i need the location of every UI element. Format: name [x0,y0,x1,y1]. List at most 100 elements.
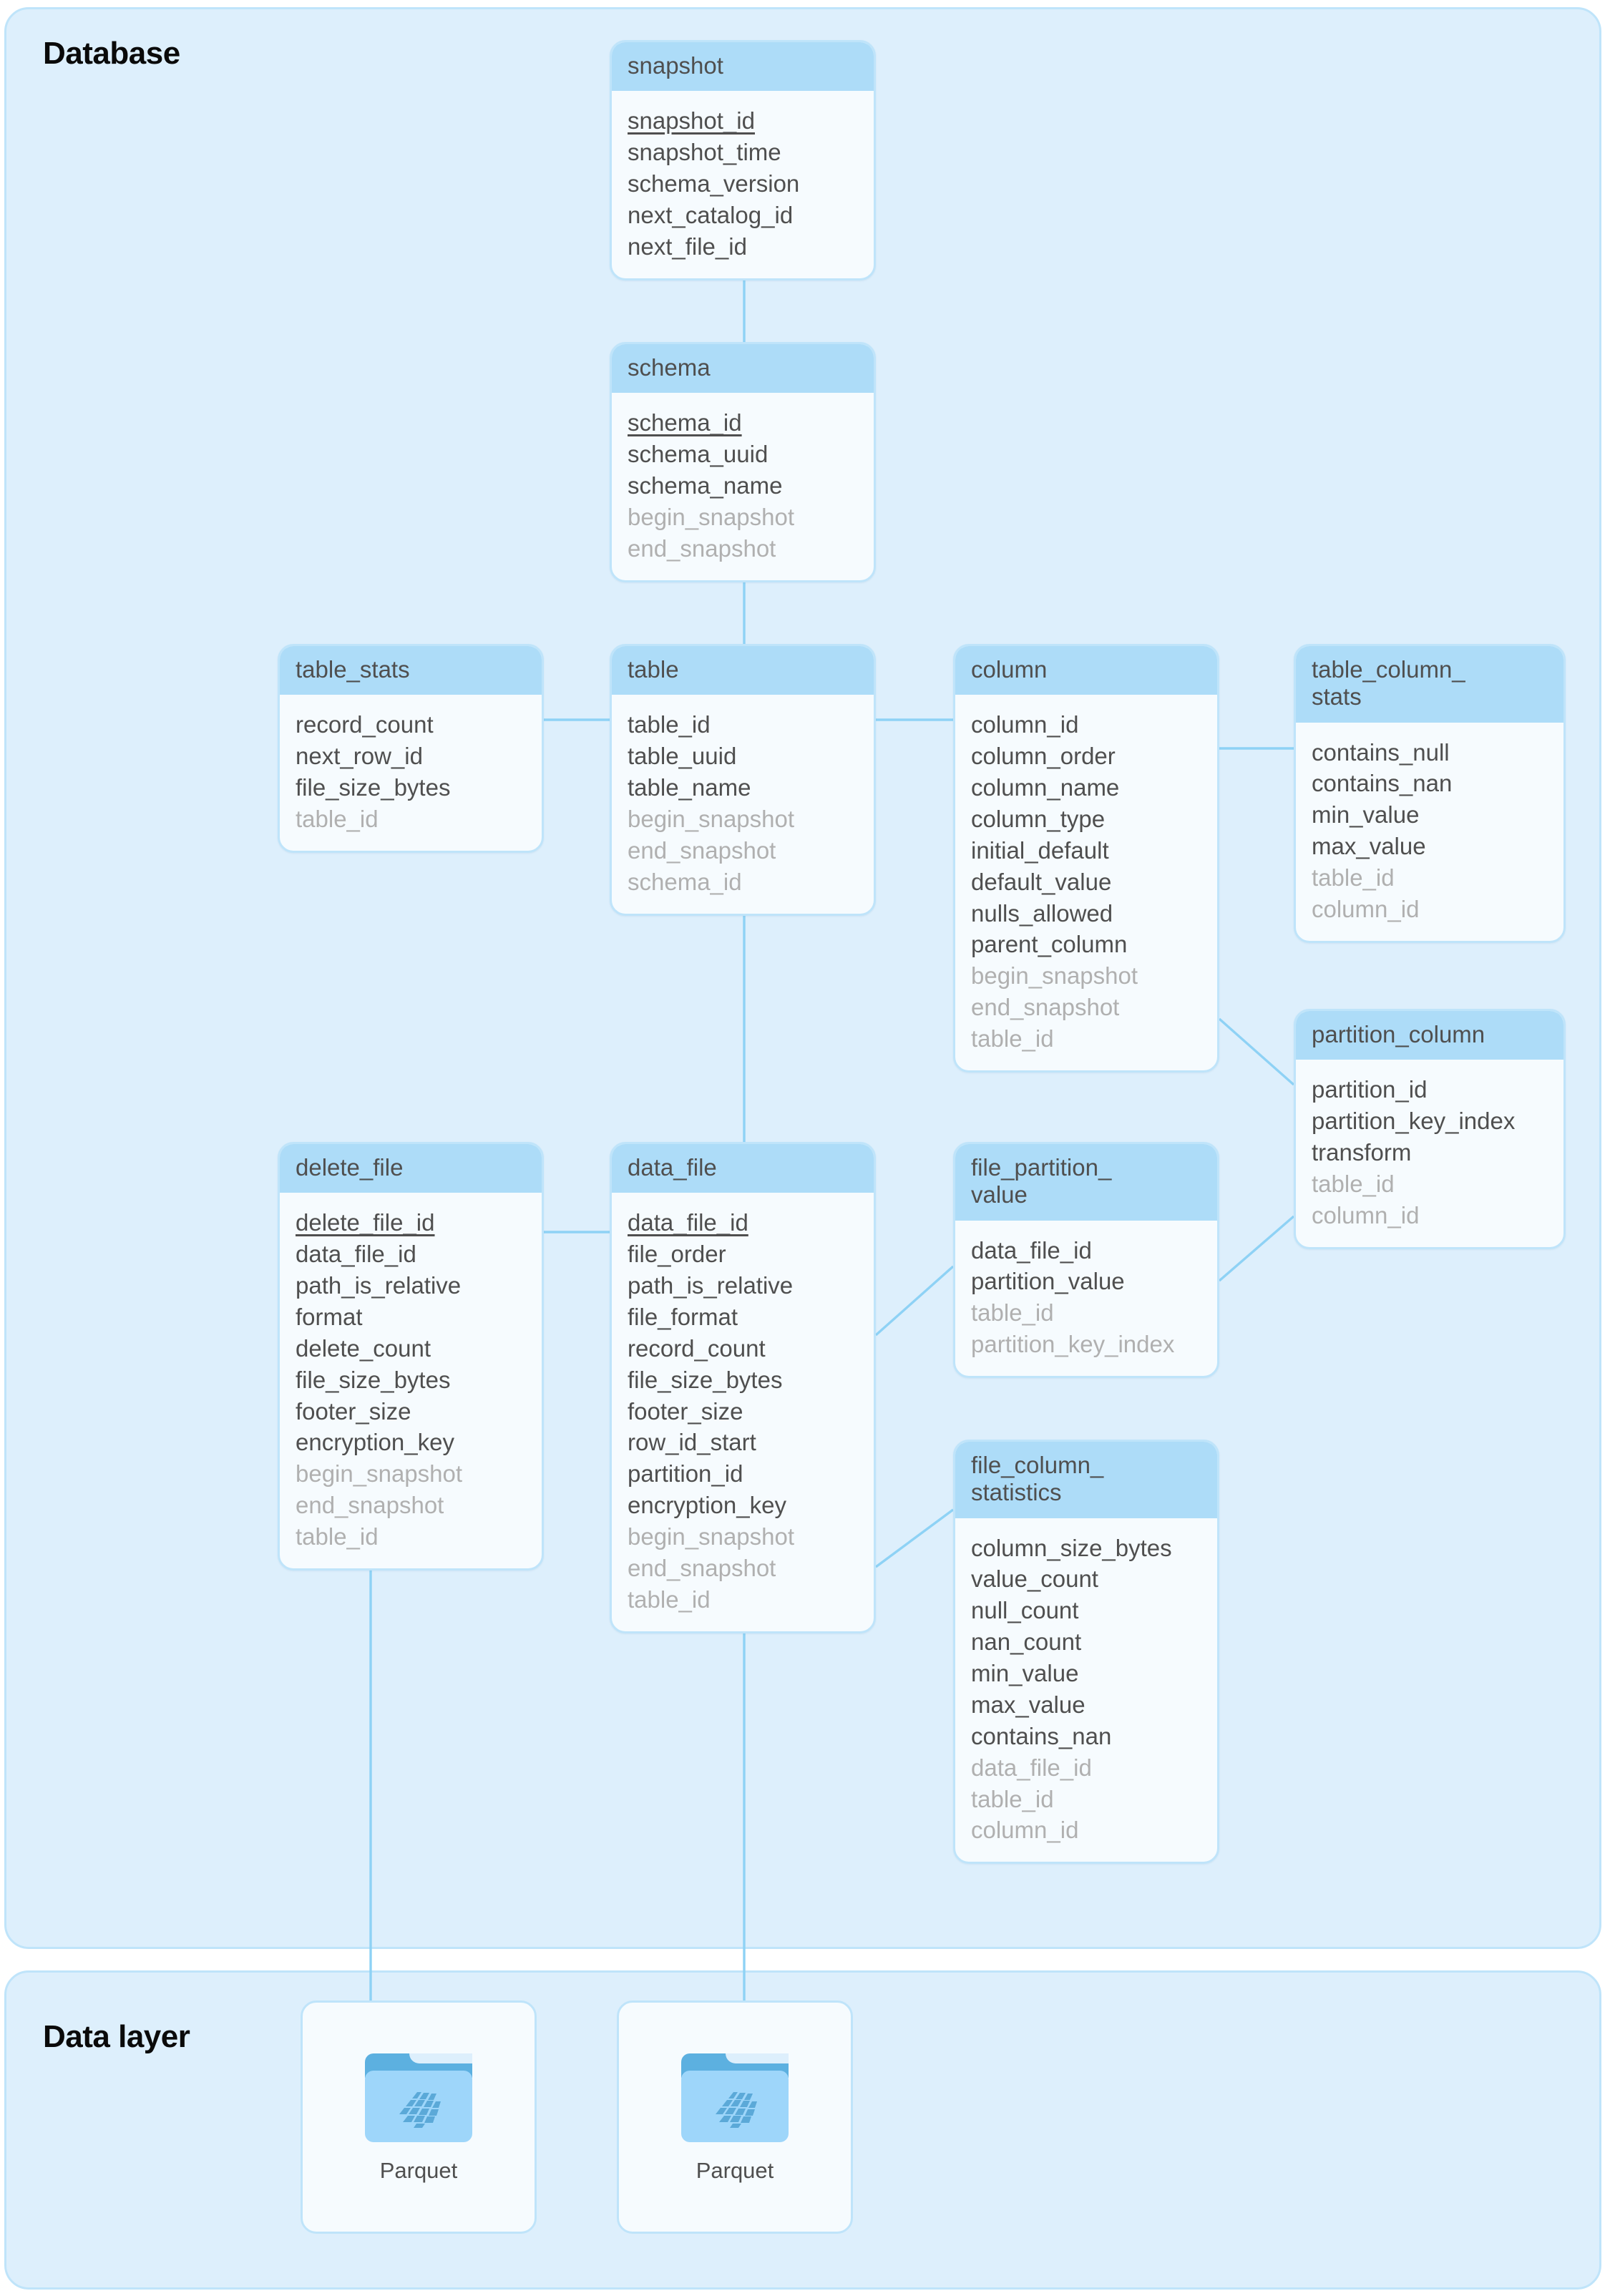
section-title-database: Database [43,36,180,71]
parquet-card-1[interactable]: Parquet [301,2001,537,2234]
field-contains-nan: contains_nan [971,1722,1112,1749]
field-file-format: file_format [628,1303,738,1330]
field-schema-version: schema_version [628,170,800,197]
entity-title-table-column-stats: table_column_stats [1296,646,1563,723]
field-default-value: default_value [971,868,1112,895]
field-begin-snapshot: begin_snapshot [628,503,795,530]
field-partition-id: partition_id [628,1460,743,1487]
entity-title-column: column [955,646,1217,695]
entity-title-snapshot: snapshot [612,42,874,92]
field-partition-key-index: partition_key_index [1312,1108,1516,1135]
field-column-type: column_type [971,805,1106,832]
field-begin-snapshot: begin_snapshot [628,805,795,832]
field-table-name: table_name [628,774,751,801]
field-column-size-bytes: column_size_bytes [971,1534,1172,1561]
entity-title-table-stats: table_stats [280,646,542,695]
entity-table[interactable]: table table_id table_uuid table_name begin_s… [610,644,876,916]
field-column-id: column_id [1312,1201,1420,1228]
field-nan-count: nan_count [971,1628,1082,1656]
field-nulls-allowed: nulls_allowed [971,899,1113,927]
entity-title-delete-file: delete_file [280,1144,542,1193]
field-schema-uuid: schema_uuid [628,441,769,468]
entity-title-file-partition-value: file_partition_value [955,1144,1217,1221]
field-schema-name: schema_name [628,472,783,499]
field-data-file-id: data_file_id [971,1754,1092,1781]
field-begin-snapshot: begin_snapshot [971,962,1138,990]
field-partition-value: partition_value [971,1268,1125,1295]
entity-table-column-stats[interactable]: table_column_stats contains_null contains_… [1294,644,1566,943]
field-encryption-key: encryption_key [296,1429,454,1456]
parquet-card-2[interactable]: Parquet [617,2001,853,2234]
field-contains-nan: contains_nan [1312,770,1453,797]
field-next-catalog-id: next_catalog_id [628,201,794,228]
field-table-id: table_id [628,711,711,738]
field-column-id: column_id [1312,895,1420,922]
field-partition-key-index: partition_key_index [971,1331,1175,1358]
field-file-order: file_order [628,1241,726,1268]
field-parent-column: parent_column [971,931,1128,958]
field-column-order: column_order [971,743,1116,770]
field-begin-snapshot: begin_snapshot [296,1460,463,1487]
field-path-is-relative: path_is_relative [296,1272,462,1299]
field-file-size-bytes: file_size_bytes [296,774,451,801]
field-column-id: column_id [971,711,1079,738]
field-path-is-relative: path_is_relative [628,1272,794,1299]
field-data-file-id: data_file_id [971,1236,1092,1264]
entity-snapshot[interactable]: snapshot snapshot_id snapshot_time schema_v… [610,40,876,280]
field-schema-id: schema_id [628,868,742,895]
field-end-snapshot: end_snapshot [296,1492,444,1519]
entity-title-file-column-statistics: file_column_statistics [955,1442,1217,1518]
entity-title-table: table [612,646,874,695]
field-end-snapshot: end_snapshot [971,994,1120,1021]
field-end-snapshot: end_snapshot [628,534,776,562]
parquet-folder-icon [681,2053,789,2142]
entity-fields-table: table_id table_uuid table_name begin_snapsh… [612,695,874,913]
field-min-value: min_value [1312,801,1420,829]
field-snapshot-time: snapshot_time [628,139,781,166]
parquet-card-label: Parquet [379,2158,458,2183]
field-file-size-bytes: file_size_bytes [628,1366,783,1393]
field-row-id-start: row_id_start [628,1429,756,1456]
field-table-id: table_id [1312,1170,1395,1197]
field-footer-size: footer_size [296,1397,411,1425]
field-initial-default: initial_default [971,836,1109,864]
entity-file-partition-value[interactable]: file_partition_value data_file_id partitio… [953,1142,1219,1379]
field-snapshot-id: snapshot_id [628,107,755,135]
field-next-file-id: next_file_id [628,233,747,260]
field-null-count: null_count [971,1597,1079,1624]
field-file-size-bytes: file_size_bytes [296,1366,451,1393]
field-encryption-key: encryption_key [628,1492,786,1519]
field-record-count: record_count [628,1334,766,1362]
field-min-value: min_value [971,1660,1079,1687]
field-end-snapshot: end_snapshot [628,836,776,864]
field-end-snapshot: end_snapshot [628,1554,776,1581]
parquet-logo-icon [716,2092,757,2128]
field-table-uuid: table_uuid [628,743,737,770]
section-title-datalayer: Data layer [43,2019,190,2054]
entity-title-schema: schema [612,344,874,394]
field-column-name: column_name [971,774,1120,801]
field-value-count: value_count [971,1565,1098,1593]
field-table-id: table_id [1312,864,1395,891]
field-footer-size: footer_size [628,1397,743,1425]
field-table-id: table_id [971,1785,1054,1812]
field-begin-snapshot: begin_snapshot [628,1523,795,1550]
field-delete-count: delete_count [296,1334,431,1362]
field-contains-null: contains_null [1312,738,1450,766]
section-database [4,7,1601,1949]
field-record-count: record_count [296,711,434,738]
